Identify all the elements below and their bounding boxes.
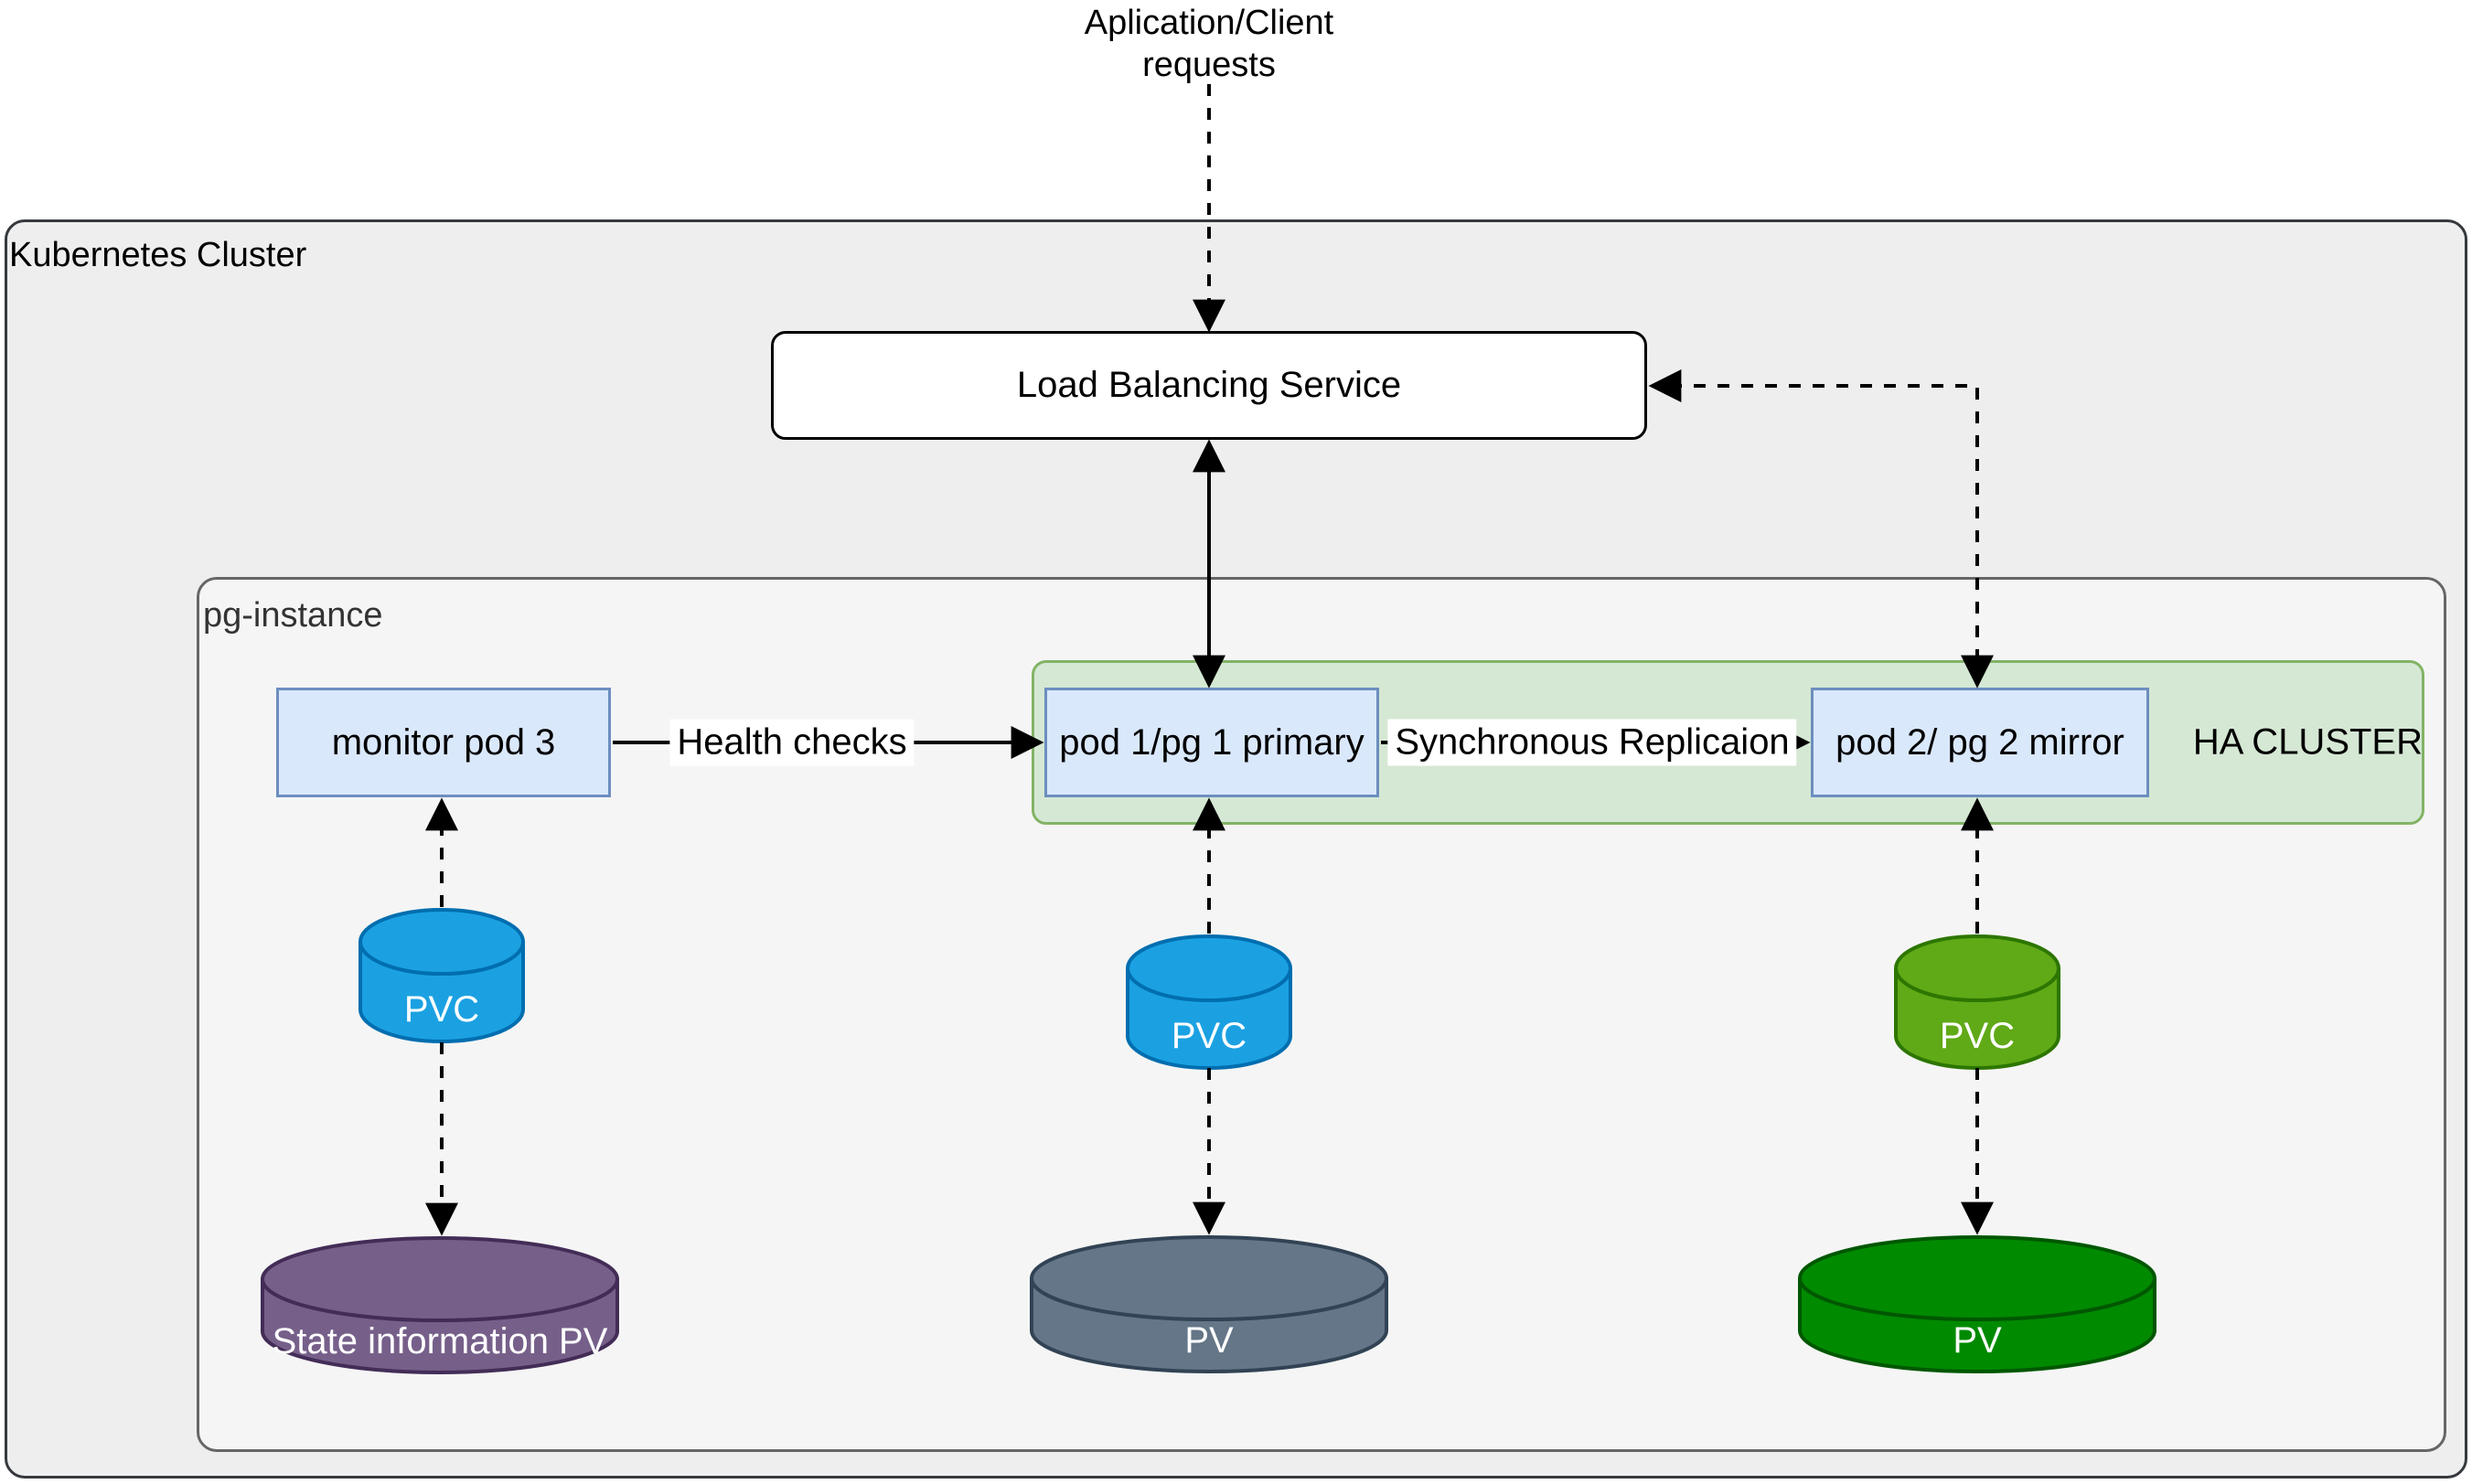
mirror-pvc-label: PVC <box>1940 1016 2015 1056</box>
mirror-pv-label: PV <box>1953 1320 2002 1361</box>
health-checks-label: Health checks <box>669 719 915 766</box>
mirror-pod-label: pod 2/ pg 2 mirror <box>1835 721 2124 763</box>
state-information-pv-label: State information PV <box>273 1321 608 1361</box>
primary-pv-cylinder: PV <box>1030 1235 1388 1373</box>
client-requests-label: Aplication/Client requests <box>1085 2 1333 86</box>
pg-instance-label: pg-instance <box>203 596 383 635</box>
primary-pod-label: pod 1/pg 1 primary <box>1059 721 1364 763</box>
primary-pvc-cylinder: PVC <box>1126 934 1292 1070</box>
monitor-pvc-label: PVC <box>404 989 479 1030</box>
load-balancing-service-node: Load Balancing Service <box>771 331 1647 440</box>
synchronous-replication-label: Synchronous Replicaion <box>1387 719 1797 766</box>
primary-pv-label: PV <box>1184 1320 1234 1361</box>
monitor-pod-label: monitor pod 3 <box>331 721 556 763</box>
ha-cluster-label: HA CLUSTER <box>2192 721 2423 763</box>
mirror-pvc-cylinder: PVC <box>1894 934 2060 1070</box>
primary-pod-node: pod 1/pg 1 primary <box>1044 688 1379 797</box>
monitor-pod-node: monitor pod 3 <box>276 688 611 797</box>
mirror-pv-cylinder: PV <box>1798 1235 2156 1373</box>
kubernetes-cluster-label: Kubernetes Cluster <box>9 236 307 274</box>
client-requests-line2: requests <box>1142 46 1276 84</box>
client-requests-line1: Aplication/Client <box>1084 4 1334 42</box>
mirror-pod-node: pod 2/ pg 2 mirror <box>1811 688 2149 797</box>
primary-pvc-label: PVC <box>1172 1016 1247 1056</box>
load-balancing-service-label: Load Balancing Service <box>1016 365 1402 405</box>
monitor-pvc-cylinder: PVC <box>358 908 525 1043</box>
state-information-pv-cylinder: State information PV <box>261 1236 619 1374</box>
